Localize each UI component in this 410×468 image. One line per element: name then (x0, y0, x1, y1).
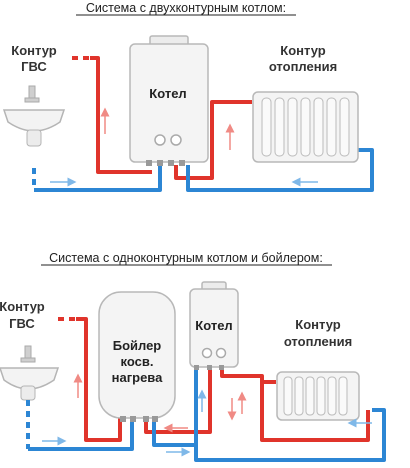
bottom-heating-supply-pipe (220, 370, 370, 442)
top-title: Система с двухконтурным котлом: (86, 1, 286, 15)
top-heat-label-1: Контур (280, 43, 325, 58)
bottom-cold-water-pipe (28, 418, 134, 451)
gas-boiler-icon (129, 35, 209, 166)
radiator-icon (252, 91, 359, 163)
bottom-boiler-label: Котел (195, 318, 232, 333)
gas-boiler-icon (189, 281, 239, 370)
top-cold-water-pipe (34, 165, 162, 192)
bottom-hw-label-2: ГВС (9, 316, 35, 331)
bottom-water-heater-label-3: нагрева (112, 370, 163, 385)
top-heating-supply-pipe (174, 100, 252, 180)
bottom-coil-return-pipe (152, 418, 196, 447)
top-boiler-label: Котел (149, 86, 186, 101)
bottom-hw-label-1: Контур (0, 299, 45, 314)
flow-arrow-icon (42, 373, 372, 457)
bottom-hot-water-pipe (76, 317, 122, 442)
top-section: Система с двухконтурным котлом: Контур Г… (2, 1, 374, 192)
top-hot-water-pipe (90, 56, 152, 174)
sink-icon (0, 345, 60, 401)
top-heat-label-2: отопления (269, 59, 337, 74)
top-hw-label-2: ГВС (21, 59, 47, 74)
bottom-water-heater-label-2: косв. (121, 354, 154, 369)
bottom-heat-label-1: Контур (295, 317, 340, 332)
top-hw-label-1: Контур (11, 43, 56, 58)
bottom-title: Система с одноконтурным котлом и бойлеро… (49, 251, 323, 265)
bottom-heating-return-pipe (194, 370, 386, 462)
water-heater-tank-icon (98, 291, 176, 422)
bottom-water-heater-label-1: Бойлер (113, 338, 162, 353)
flow-arrow-icon (50, 107, 318, 187)
bottom-coil-supply-pipe (144, 370, 212, 434)
radiator-icon (276, 371, 360, 421)
top-heating-return-pipe (186, 148, 374, 192)
bottom-section: Система с одноконтурным котлом и бойлеро… (0, 251, 386, 462)
sink-icon (2, 85, 66, 147)
bottom-heat-label-2: отопления (284, 334, 352, 349)
